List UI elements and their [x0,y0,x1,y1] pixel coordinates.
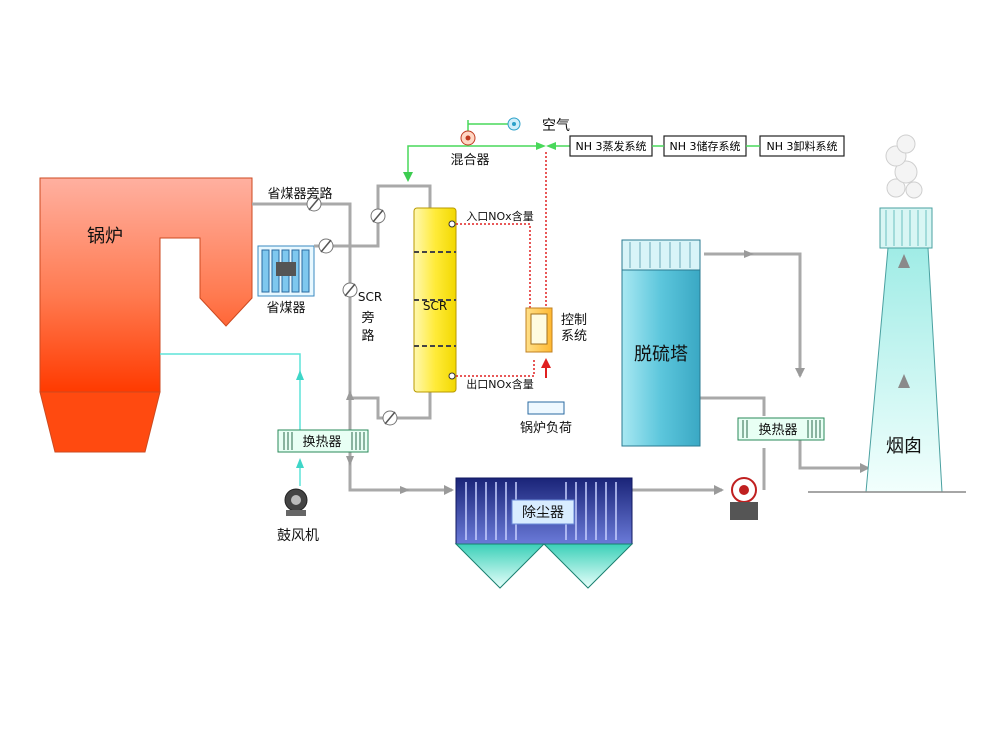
air-arrow [296,458,304,468]
flow-arrow [744,250,754,258]
nh3-unloading-system: NH 3卸料系统 [759,135,845,157]
control-system [525,307,553,353]
heat-exchanger-right: 换热器 [737,417,825,441]
ammonia-valve-icon [536,142,556,150]
induced-fan-icon [730,477,758,520]
economizer-label: 省煤器 [266,301,305,316]
scr-bypass-label-3: 路 [361,328,374,344]
flow-arrow [346,456,354,466]
economizer-bypass-label: 省煤器旁路 [267,186,332,202]
signal-lines [456,152,547,377]
chimney-label: 烟囱 [886,436,922,457]
air-source-icon [507,117,521,131]
flow-arrow [346,390,354,400]
valve-economizer [318,238,334,254]
smoke-icon [885,134,923,199]
heat-exchanger-left: 换热器 [277,429,369,453]
mixer-icon [460,130,476,146]
desulfurization-tower-label: 脱硫塔 [634,344,688,365]
air-label: 空气 [542,118,570,134]
outlet-nox-label: 出口NOx含量 [466,377,533,391]
boiler-load [527,401,565,415]
blower-icon [284,488,308,516]
nh3-storage-system: NH 3储存系统 [663,135,747,157]
economizer: 省煤器 [257,245,315,316]
control-label-1: 控制 [561,313,587,328]
blower-label: 鼓风机 [277,528,319,544]
scr-bypass-label-1: SCR [358,290,382,304]
nh3-evaporation-label: NH 3蒸发系统 [576,139,647,153]
dust-collector: 除尘器 [454,477,634,589]
scr-bypass-label-2: 旁 [361,310,374,326]
dust-collector-label: 除尘器 [522,505,564,521]
control-label-2: 系统 [561,329,587,344]
heat-exchanger-left-label: 换热器 [302,435,341,450]
mixer-label: 混合器 [450,153,489,168]
valve-scr-inlet [370,208,386,224]
inlet-nox-label: 入口NOx含量 [466,209,533,223]
nh3-unloading-label: NH 3卸料系统 [767,139,838,153]
valve-economizer-bypass [306,196,322,212]
boiler: 锅炉 [39,177,253,453]
valve-scr-bypass [342,282,358,298]
air-line [160,353,301,486]
boiler-label: 锅炉 [87,226,123,247]
nh3-storage-label: NH 3储存系统 [670,139,741,153]
flow-arrow [400,486,410,494]
valve-scr-outlet [382,410,398,426]
air-arrow [296,370,304,380]
heat-exchanger-right-label: 换热器 [758,423,797,438]
scr-reactor: SCR [413,207,457,393]
chimney: 烟囱 [865,207,943,493]
scr-label: SCR [423,299,447,313]
nh3-evaporation-system: NH 3蒸发系统 [569,135,653,157]
desulfurization-tower: 脱硫塔 [621,239,701,447]
boiler-load-label: 锅炉负荷 [520,420,572,436]
